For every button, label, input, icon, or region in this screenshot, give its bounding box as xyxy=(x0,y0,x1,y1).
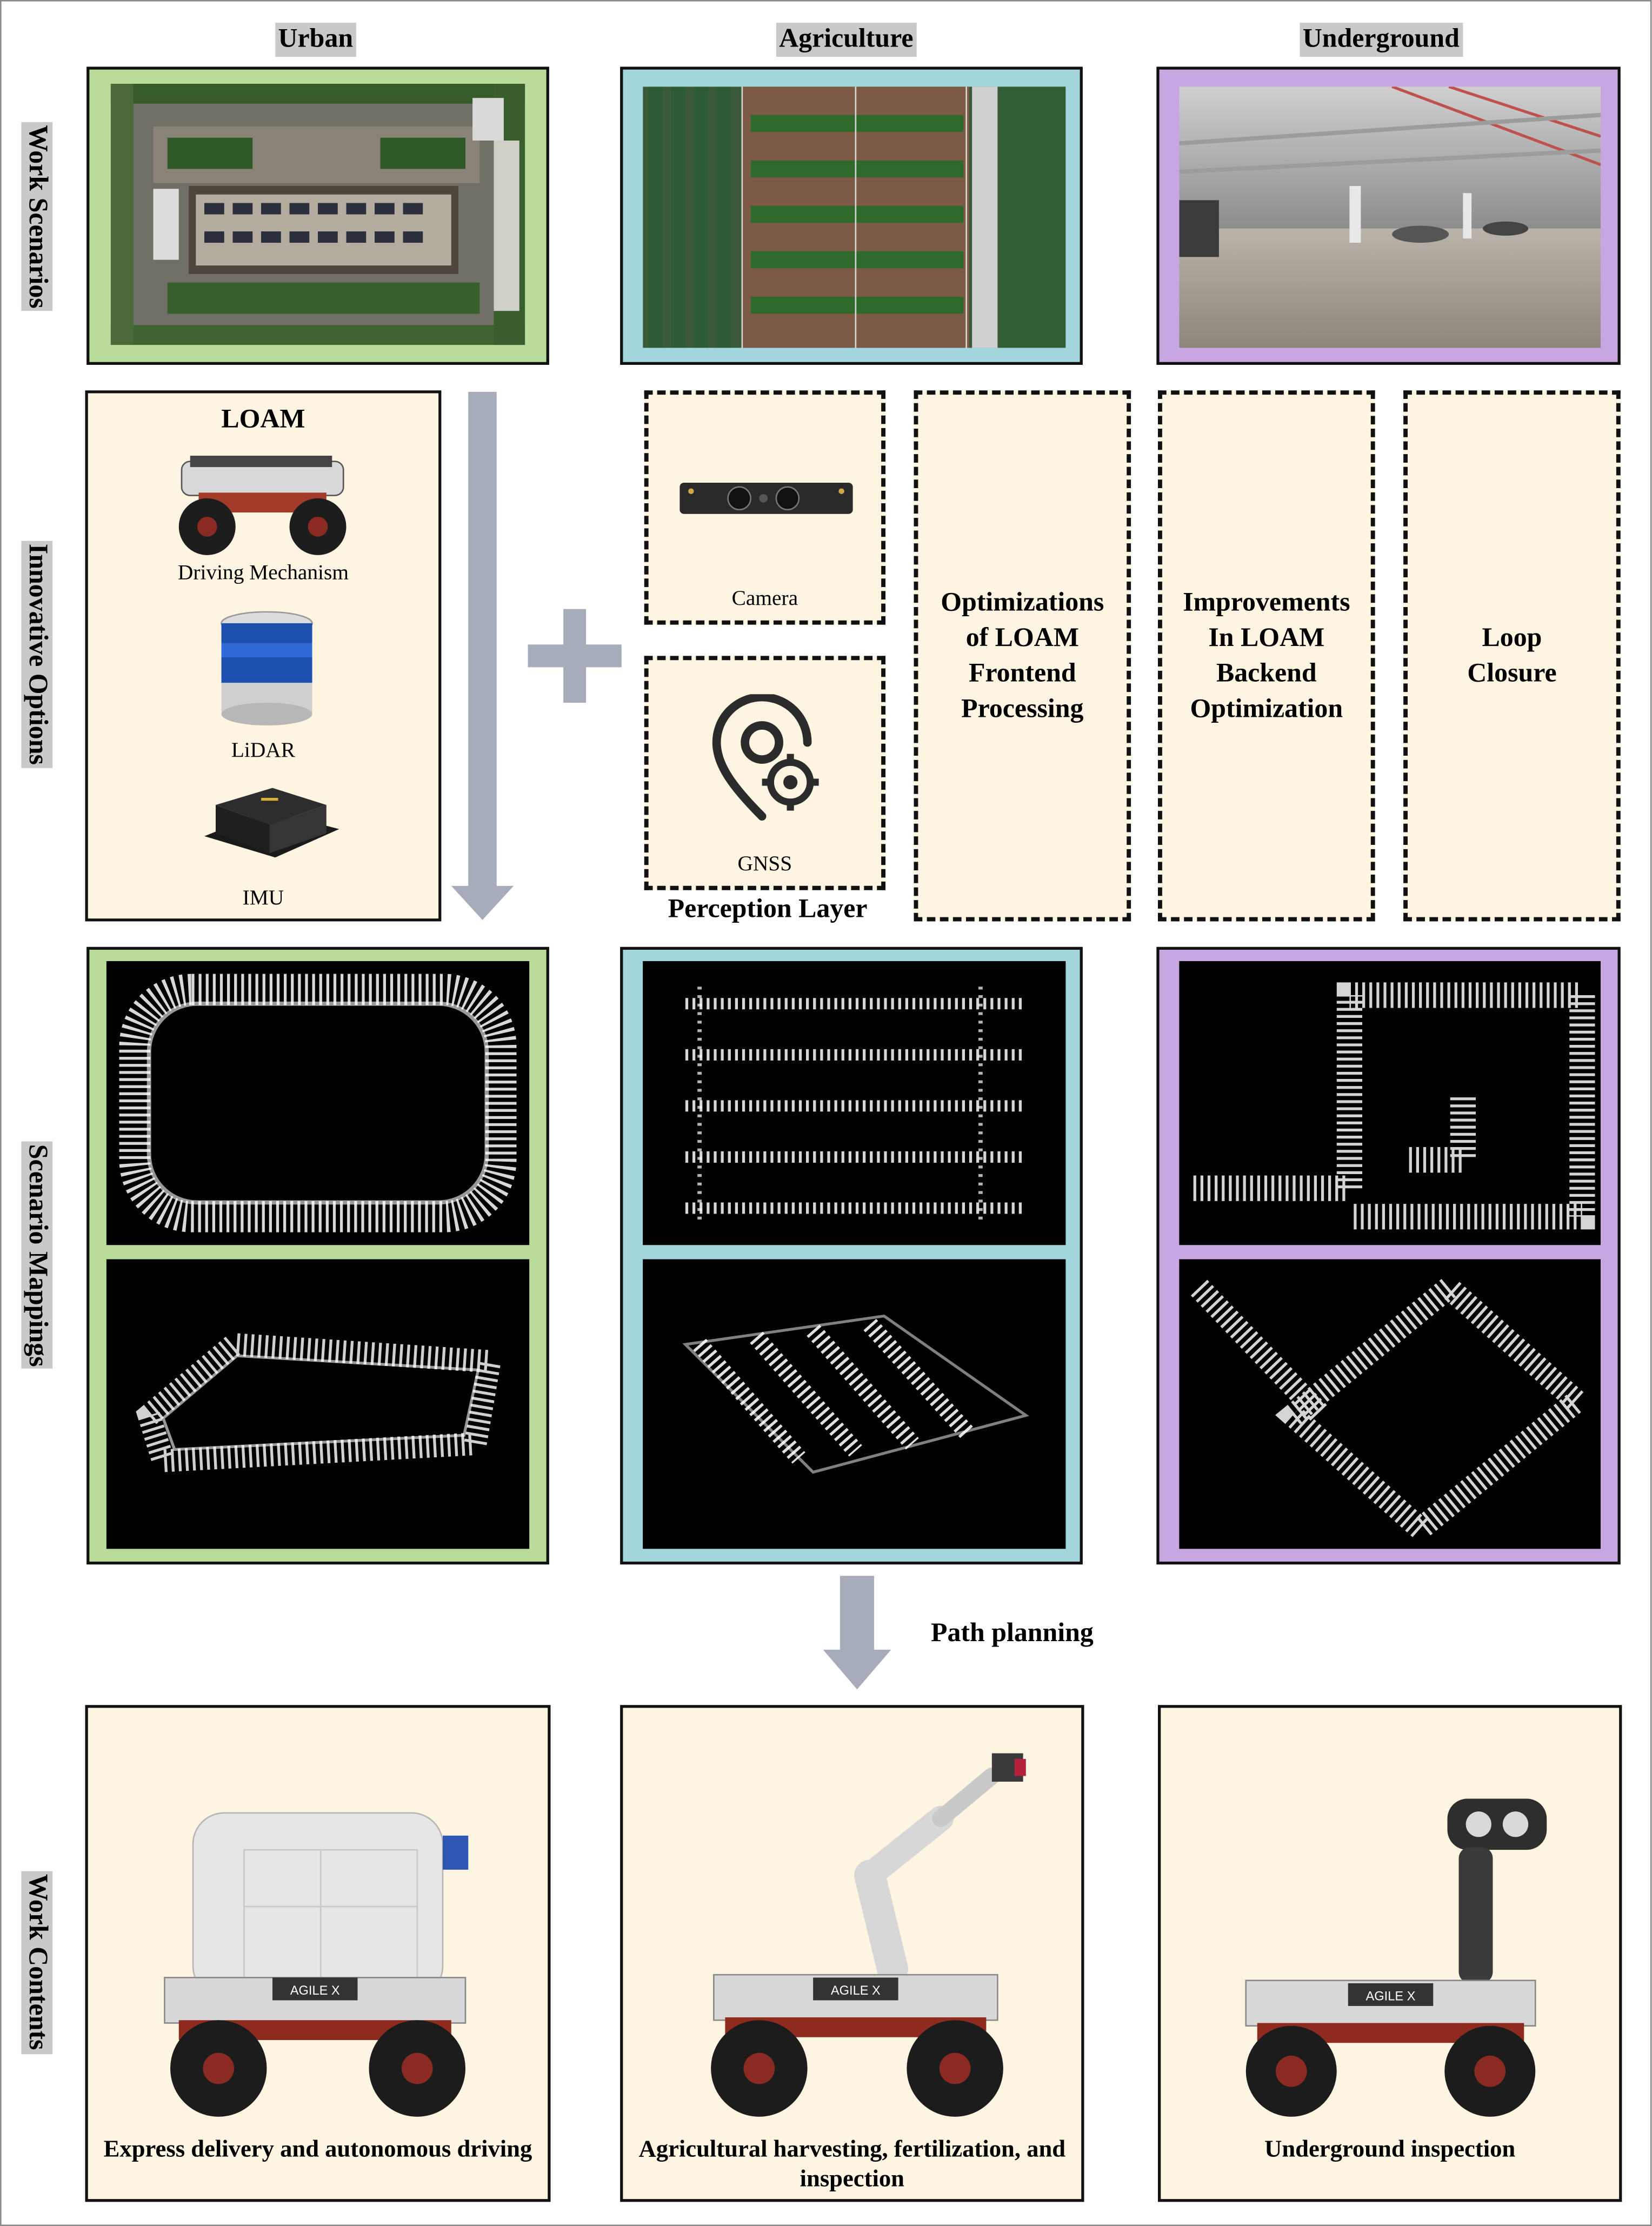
driving-mechanism-image xyxy=(170,450,355,558)
agriculture-map-top-view xyxy=(643,961,1066,1245)
svg-text:AGILE X: AGILE X xyxy=(831,1984,881,1998)
column-header-underground: Underground xyxy=(1300,23,1463,57)
imu-image xyxy=(190,779,347,879)
loam-box: LOAM Driving Mechanism L xyxy=(85,390,442,922)
lidar-caption: LiDAR xyxy=(231,739,295,763)
path-planning-label: Path planning xyxy=(931,1618,1094,1649)
column-header-urban: Urban xyxy=(275,23,356,57)
agriculture-aerial-image xyxy=(643,86,1066,348)
svg-text:AGILE X: AGILE X xyxy=(1366,1989,1416,2003)
loam-down-arrow-head xyxy=(451,885,514,920)
backend-improvement-box: Improvements In LOAM Backend Optimizatio… xyxy=(1158,390,1375,922)
path-planning-arrow-head xyxy=(823,1649,891,1690)
inspection-robot-image: AGILE X xyxy=(1217,1788,1564,2120)
driving-mechanism-caption: Driving Mechanism xyxy=(177,562,349,585)
camera-box: Camera xyxy=(644,390,885,625)
row-label-work-contents: Work Contents xyxy=(20,1860,54,2065)
urban-map-perspective-view xyxy=(106,1259,530,1549)
agriculture-work-content-caption: Agricultural harvesting, fertilization, … xyxy=(638,2135,1066,2192)
underground-mapping-frame xyxy=(1156,947,1621,1565)
loam-title: LOAM xyxy=(221,404,305,435)
camera-image xyxy=(677,477,856,519)
frontend-optimization-box: Optimizations of LOAM Frontend Processin… xyxy=(914,390,1131,922)
underground-scenario-frame xyxy=(1156,66,1621,365)
loam-down-arrow-shaft xyxy=(468,391,497,889)
agriculture-map-perspective-view xyxy=(643,1259,1066,1549)
underground-parking-image xyxy=(1179,86,1601,348)
agriculture-scenario-frame xyxy=(620,66,1083,365)
row-label-scenario-mappings: Scenario Mappings xyxy=(20,1129,54,1381)
gnss-caption: GNSS xyxy=(737,853,792,876)
delivery-robot-image: AGILE X xyxy=(150,1807,491,2120)
agriculture-work-content-box: AGILE X Agricultural harvesting, fertili… xyxy=(620,1705,1084,2202)
urban-map-top-view xyxy=(106,961,530,1245)
underground-work-content-caption: Underground inspection xyxy=(1264,2135,1516,2162)
row-label-innovative-options: Innovative Options xyxy=(20,528,54,781)
camera-caption: Camera xyxy=(731,588,798,611)
underground-map-top-view xyxy=(1179,961,1601,1245)
plus-vertical-bar xyxy=(563,609,587,703)
urban-work-content-box: AGILE X Express delivery and autonomous … xyxy=(85,1705,551,2202)
urban-scenario-frame xyxy=(86,66,549,365)
column-header-agriculture: Agriculture xyxy=(776,23,916,57)
underground-map-perspective-view xyxy=(1179,1259,1601,1549)
lidar-image xyxy=(210,609,324,729)
harvesting-robot-image: AGILE X xyxy=(685,1734,1026,2120)
agriculture-mapping-frame xyxy=(620,947,1083,1565)
urban-work-content-caption: Express delivery and autonomous driving xyxy=(103,2135,532,2162)
gnss-location-icon xyxy=(708,692,828,822)
perception-layer-label: Perception Layer xyxy=(668,894,868,924)
urban-mapping-frame xyxy=(86,947,549,1565)
loop-closure-box: Loop Closure xyxy=(1403,390,1621,922)
row-label-work-scenarios: Work Scenarios xyxy=(20,114,54,319)
underground-work-content-box: AGILE X Underground inspection xyxy=(1158,1705,1622,2202)
imu-caption: IMU xyxy=(242,887,284,910)
urban-aerial-image xyxy=(110,83,525,345)
path-planning-arrow-shaft xyxy=(840,1576,874,1653)
gnss-box: GNSS xyxy=(644,656,885,890)
svg-text:AGILE X: AGILE X xyxy=(290,1984,340,1998)
